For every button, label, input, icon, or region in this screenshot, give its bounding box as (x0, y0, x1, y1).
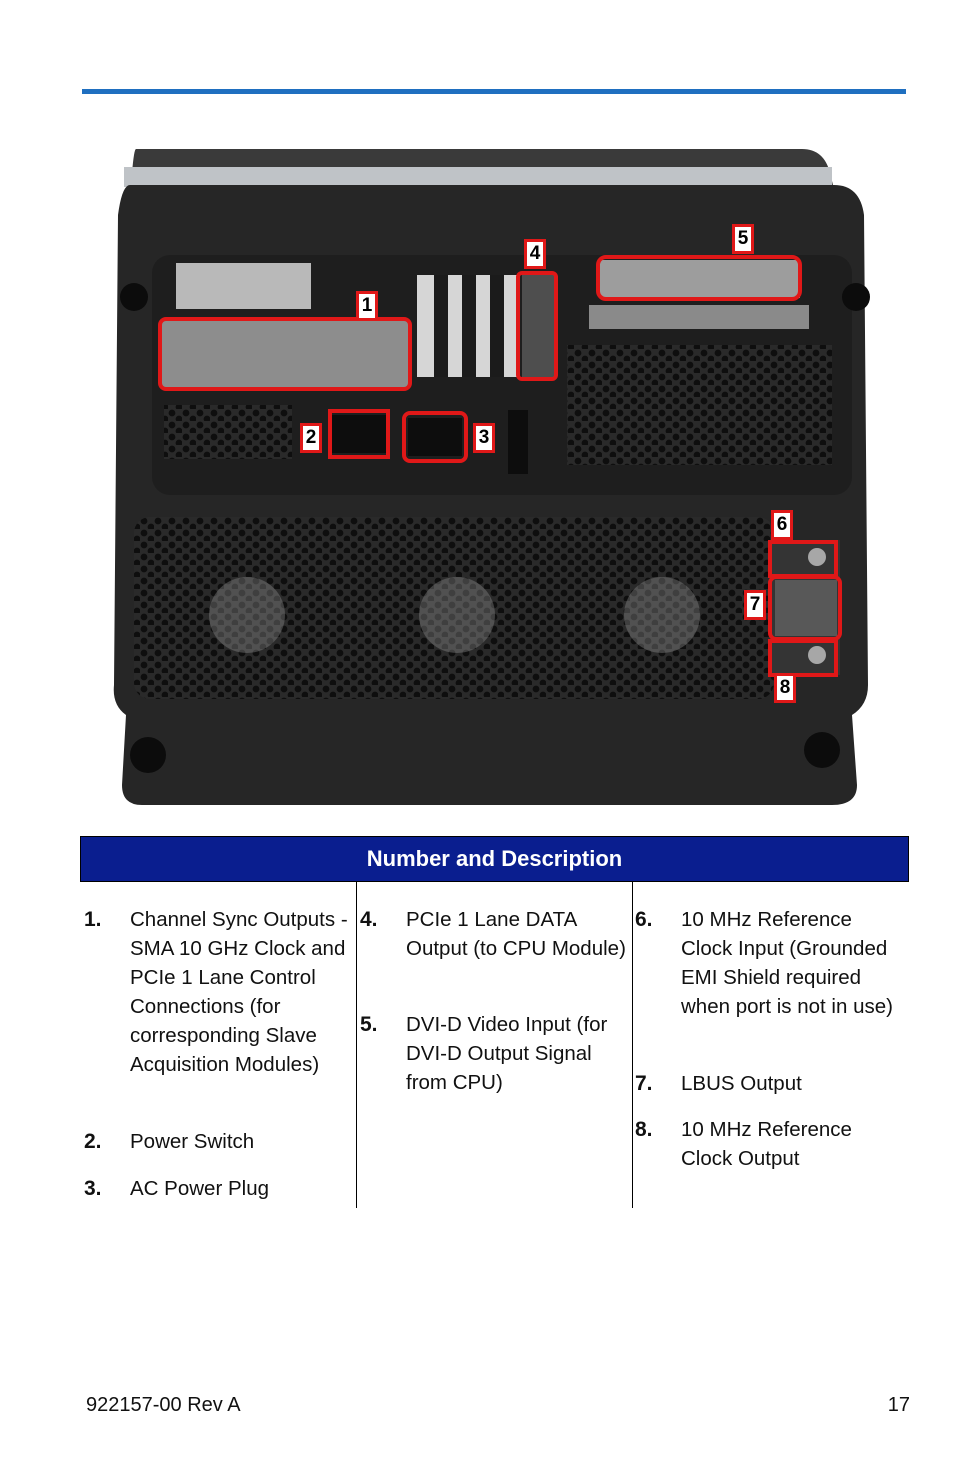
item-description: Channel Sync Outputs - SMA 10 GHz Clock … (130, 908, 348, 1076)
item-description: LBUS Output (681, 1072, 802, 1095)
item-number: 1. (84, 908, 102, 931)
item-description: AC Power Plug (130, 1177, 270, 1200)
callout-7: 7 (744, 590, 766, 620)
callout-3: 3 (473, 423, 495, 453)
table-header: Number and Description (80, 836, 909, 882)
callout-6: 6 (771, 510, 793, 540)
page-number: 17 (887, 1394, 910, 1416)
item-description: 10 MHz Reference Clock Input (Grounded E… (681, 908, 893, 1018)
item-description: 10 MHz Reference Clock Output (681, 1118, 852, 1170)
callout-5: 5 (732, 224, 754, 254)
callout-8: 8 (774, 673, 796, 703)
item-number: 5. (360, 1013, 378, 1036)
item-number: 3. (84, 1177, 102, 1200)
callout-4: 4 (524, 239, 546, 269)
item-number: 7. (635, 1072, 653, 1095)
document-id: 922157-00 Rev A (86, 1394, 241, 1416)
callout-1: 1 (356, 291, 378, 321)
callout-highlights (158, 255, 842, 677)
item-number: 4. (360, 908, 378, 931)
header-rule (82, 89, 906, 94)
column-divider (356, 882, 357, 1208)
item-description: PCIe 1 Lane DATA Output (to CPU Module) (406, 908, 626, 960)
rear-panel-illustration (113, 149, 870, 805)
item-number: 6. (635, 908, 653, 931)
item-number: 2. (84, 1130, 102, 1153)
rear-panel-photo: 1 2 3 4 5 6 7 8 (112, 145, 882, 810)
item-description: Power Switch (130, 1130, 255, 1153)
callout-2: 2 (300, 423, 322, 453)
column-divider (632, 882, 633, 1208)
item-description: DVI-D Video Input (for DVI-D Output Sign… (406, 1013, 608, 1094)
item-number: 8. (635, 1118, 653, 1141)
